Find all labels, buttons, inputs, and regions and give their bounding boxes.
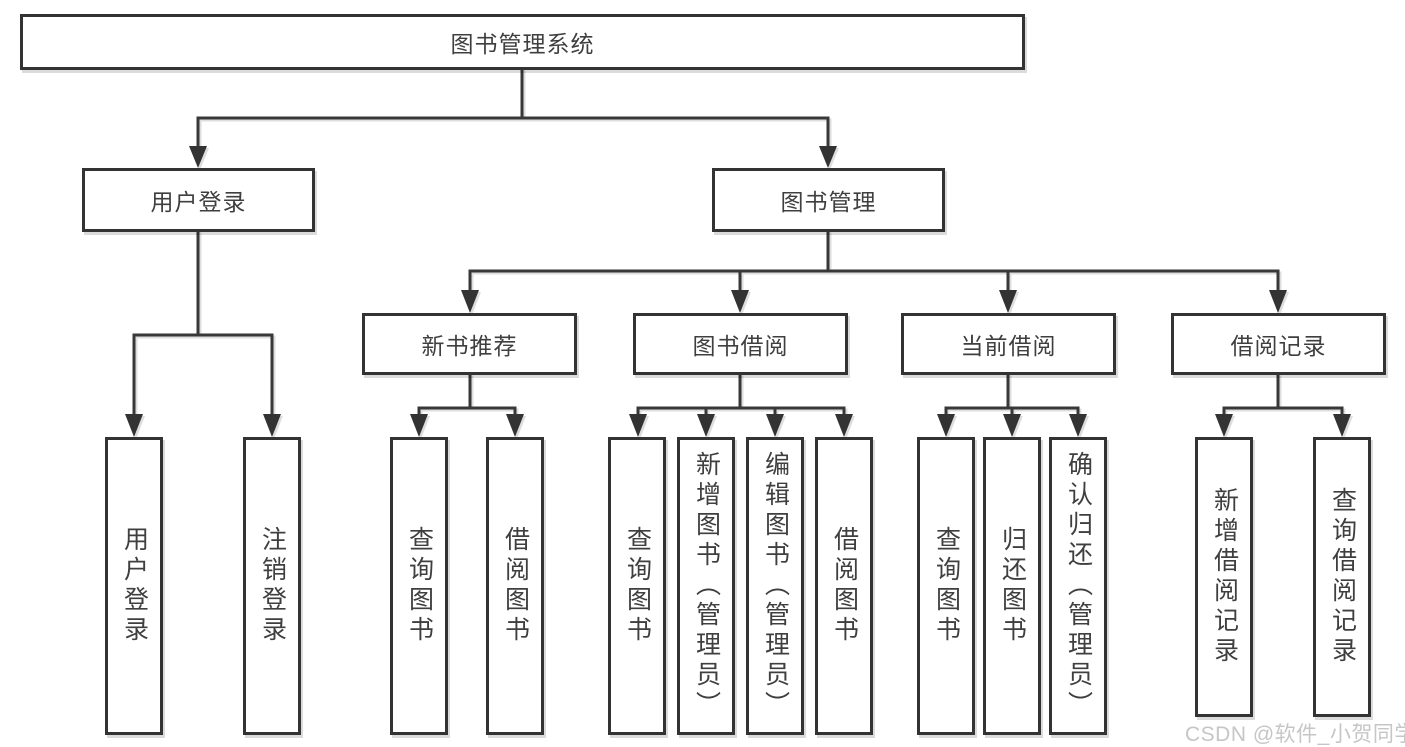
leaf-query-borrow-record: 查询借阅记录 [1313, 437, 1371, 717]
leaf-recommend-borrow-books-label: 借阅图书 [501, 526, 530, 646]
leaf-add-borrow-record-label: 新增借阅记录 [1210, 487, 1239, 667]
node-new-book-recommend-label: 新书推荐 [421, 333, 518, 359]
leaf-return-books-label: 归还图书 [998, 526, 1027, 646]
node-user-login-label: 用户登录 [150, 189, 247, 215]
leaf-add-borrow-record: 新增借阅记录 [1195, 437, 1253, 717]
leaf-edit-book-admin: 编辑图书（管理员） [746, 437, 804, 735]
node-new-book-recommend: 新书推荐 [362, 313, 577, 375]
watermark: CSDN @软件_小贺同学 [1185, 723, 1405, 746]
node-book-management-label: 图书管理 [780, 189, 877, 215]
node-current-borrow-label: 当前借阅 [960, 333, 1057, 359]
leaf-borrow-books: 借阅图书 [815, 437, 873, 735]
leaf-borrow-books-label: 借阅图书 [830, 526, 859, 646]
leaf-return-books: 归还图书 [983, 437, 1041, 735]
node-root: 图书管理系统 [20, 14, 1025, 70]
leaf-current-query-books-label: 查询图书 [932, 526, 961, 646]
leaf-recommend-borrow-books: 借阅图书 [486, 437, 544, 735]
node-borrow-record: 借阅记录 [1171, 313, 1386, 375]
leaf-logout: 注销登录 [243, 437, 301, 735]
node-book-borrow: 图书借阅 [633, 313, 848, 375]
leaf-edit-book-admin-label: 编辑图书（管理员） [761, 451, 790, 721]
leaf-current-query-books: 查询图书 [917, 437, 975, 735]
leaf-recommend-query-books: 查询图书 [390, 437, 448, 735]
leaf-add-book-admin-label: 新增图书（管理员） [692, 451, 721, 721]
leaf-query-borrow-record-label: 查询借阅记录 [1328, 487, 1357, 667]
leaf-borrow-query-books: 查询图书 [608, 437, 666, 735]
node-user-login: 用户登录 [82, 168, 315, 232]
node-root-label: 图书管理系统 [450, 31, 595, 57]
node-book-borrow-label: 图书借阅 [692, 333, 789, 359]
node-borrow-record-label: 借阅记录 [1230, 333, 1327, 359]
leaf-user-login: 用户登录 [105, 437, 163, 735]
leaf-add-book-admin: 新增图书（管理员） [677, 437, 735, 735]
leaf-recommend-query-books-label: 查询图书 [405, 526, 434, 646]
leaf-user-login-label: 用户登录 [120, 526, 149, 646]
node-book-management: 图书管理 [712, 168, 945, 232]
leaf-borrow-query-books-label: 查询图书 [623, 526, 652, 646]
node-current-borrow: 当前借阅 [901, 313, 1116, 375]
leaf-confirm-return-admin-label: 确认归还（管理员） [1064, 451, 1093, 721]
leaf-confirm-return-admin: 确认归还（管理员） [1049, 437, 1107, 735]
leaf-logout-label: 注销登录 [258, 526, 287, 646]
